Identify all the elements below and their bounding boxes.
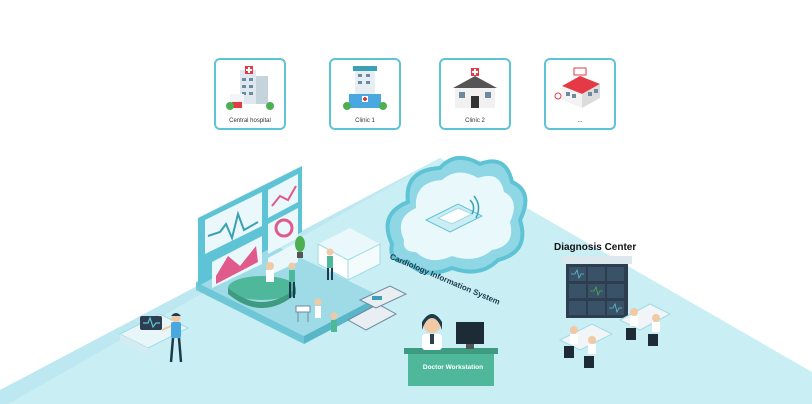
facility-label: ...	[577, 118, 583, 124]
facility-card-more: ...	[544, 58, 616, 130]
facility-card-clinic-2: Clinic 2	[439, 58, 511, 130]
clinic-1-icon	[343, 66, 387, 110]
floor-plane	[0, 158, 812, 404]
facility-card-central-hospital: Central hospital	[214, 58, 286, 130]
plant	[295, 236, 305, 258]
doctor-workstation	[404, 314, 498, 386]
reception-desk	[228, 262, 296, 308]
diagnosis-center-label: Diagnosis Center	[554, 242, 637, 253]
facility-label: Clinic 1	[355, 118, 375, 124]
doctor-workstation-label: Doctor Workstation	[422, 364, 484, 371]
cloud-server	[385, 156, 528, 275]
facility-label: Central hospital	[229, 118, 271, 124]
monitor-wall	[198, 166, 302, 288]
clinic-2-icon	[453, 68, 497, 108]
diagnosis-center	[558, 256, 672, 368]
hospital-icon	[554, 67, 600, 108]
central-hospital-icon	[226, 66, 274, 110]
ward-room	[295, 228, 408, 332]
patient-ecg-station	[118, 313, 190, 363]
facility-card-clinic-1: Clinic 1	[329, 58, 401, 130]
facility-label: Clinic 2	[465, 118, 485, 124]
